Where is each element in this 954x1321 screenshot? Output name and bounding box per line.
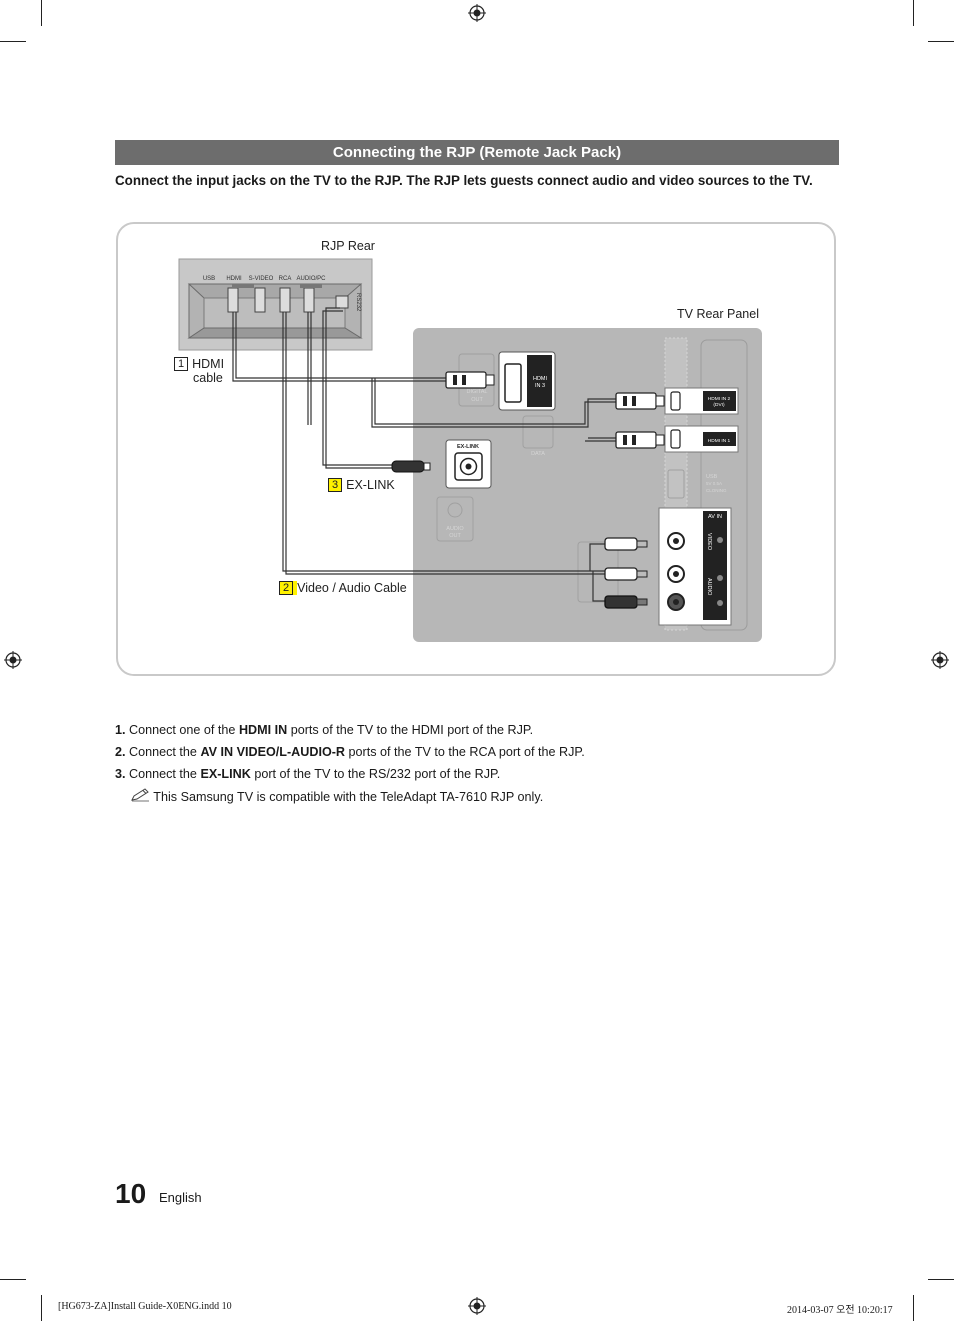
registration-mark-icon <box>468 1297 486 1315</box>
page-language: English <box>159 1190 202 1205</box>
note: This Samsung TV is compatible with the T… <box>130 788 543 804</box>
svg-text:IN 3: IN 3 <box>535 383 545 389</box>
rjp-port-label: USB <box>203 276 215 282</box>
crop-mark <box>913 1295 914 1321</box>
registration-mark-icon <box>4 651 22 669</box>
callout-number: 3 <box>328 478 343 492</box>
steps-list: 1. Connect one of the HDMI IN ports of t… <box>115 719 585 785</box>
rca-plug <box>604 567 648 581</box>
crop-mark <box>913 0 914 26</box>
crop-mark <box>928 1279 954 1280</box>
rjp-port-label: HDMI <box>226 276 242 282</box>
crop-mark <box>0 1279 26 1280</box>
svg-text:DIGITAL: DIGITAL <box>467 389 488 395</box>
hdmi-in-2-label: HDMI IN 2 <box>708 396 731 402</box>
av-in-label: AV IN <box>708 514 722 520</box>
svg-text:USB: USB <box>706 474 718 480</box>
registration-mark-icon <box>468 4 486 22</box>
step-item: 2. Connect the AV IN VIDEO/L-AUDIO-R por… <box>115 745 585 759</box>
ex-link-plug <box>391 460 431 473</box>
hdmi-in-3-label: HDMI <box>533 376 548 382</box>
callout-number: 2 <box>279 581 294 595</box>
rca-plug <box>604 537 648 551</box>
hdmi-plug <box>615 431 665 449</box>
rjp-port-label: RCA <box>279 276 292 282</box>
footer-timestamp: 2014-03-07 오전 10:20:17 <box>787 1305 893 1316</box>
connection-diagram: USB HDMI S-VIDEO RCA AUDIO/PC RS232 DIGI… <box>178 258 762 642</box>
crop-mark <box>41 0 42 26</box>
rca-plug <box>604 595 648 609</box>
rjp-port-label: S-VIDEO <box>249 276 274 282</box>
svg-text:(DVI): (DVI) <box>713 402 725 408</box>
svg-text:OUT: OUT <box>449 533 461 539</box>
footer-file-info: [HG673-ZA]Install Guide-X0ENG.indd 10 <box>58 1301 232 1312</box>
intro-text: Connect the input jacks on the TV to the… <box>115 173 813 188</box>
svg-text:VIDEO: VIDEO <box>706 533 712 551</box>
svg-text:DATA: DATA <box>531 451 545 457</box>
page-number: 10 <box>115 1178 147 1209</box>
rjp-port-label: AUDIO/PC <box>296 276 326 282</box>
svg-text:AUDIO: AUDIO <box>706 578 712 596</box>
crop-mark <box>41 1295 42 1321</box>
step-item: 1. Connect one of the HDMI IN ports of t… <box>115 723 534 737</box>
rjp-rs232-label: RS232 <box>355 293 361 312</box>
callout-number: 1 <box>174 357 189 371</box>
callout-hdmi-cable-line2: cable <box>193 371 223 385</box>
hdmi-plug <box>615 392 665 410</box>
tv-rear-panel: DIGITAL OUT HDMI IN 3 DATA EX-LINK AUDIO… <box>413 328 762 642</box>
rjp-rear-label: RJP Rear <box>321 239 375 253</box>
crop-mark <box>0 41 26 42</box>
cable-lines <box>232 307 620 602</box>
svg-text:CLONING: CLONING <box>706 488 727 493</box>
hdmi-in-1-label: HDMI IN 1 <box>708 438 731 444</box>
rjp-rear-device: USB HDMI S-VIDEO RCA AUDIO/PC RS232 <box>178 258 373 351</box>
hdmi-plug <box>445 371 495 389</box>
pencil-note-icon <box>131 788 149 802</box>
tv-rear-panel-label: TV Rear Panel <box>677 307 759 321</box>
svg-text:5V 0.5A: 5V 0.5A <box>706 481 722 486</box>
svg-text:AUDIO: AUDIO <box>446 526 464 532</box>
svg-text:OUT: OUT <box>471 397 483 403</box>
section-title: Connecting the RJP (Remote Jack Pack) <box>115 140 839 165</box>
diagram-frame <box>116 222 836 676</box>
step-item: 3. Connect the EX-LINK port of the TV to… <box>115 767 501 781</box>
registration-mark-icon <box>931 651 949 669</box>
crop-mark <box>928 41 954 42</box>
ex-link-port-label: EX-LINK <box>457 444 479 450</box>
